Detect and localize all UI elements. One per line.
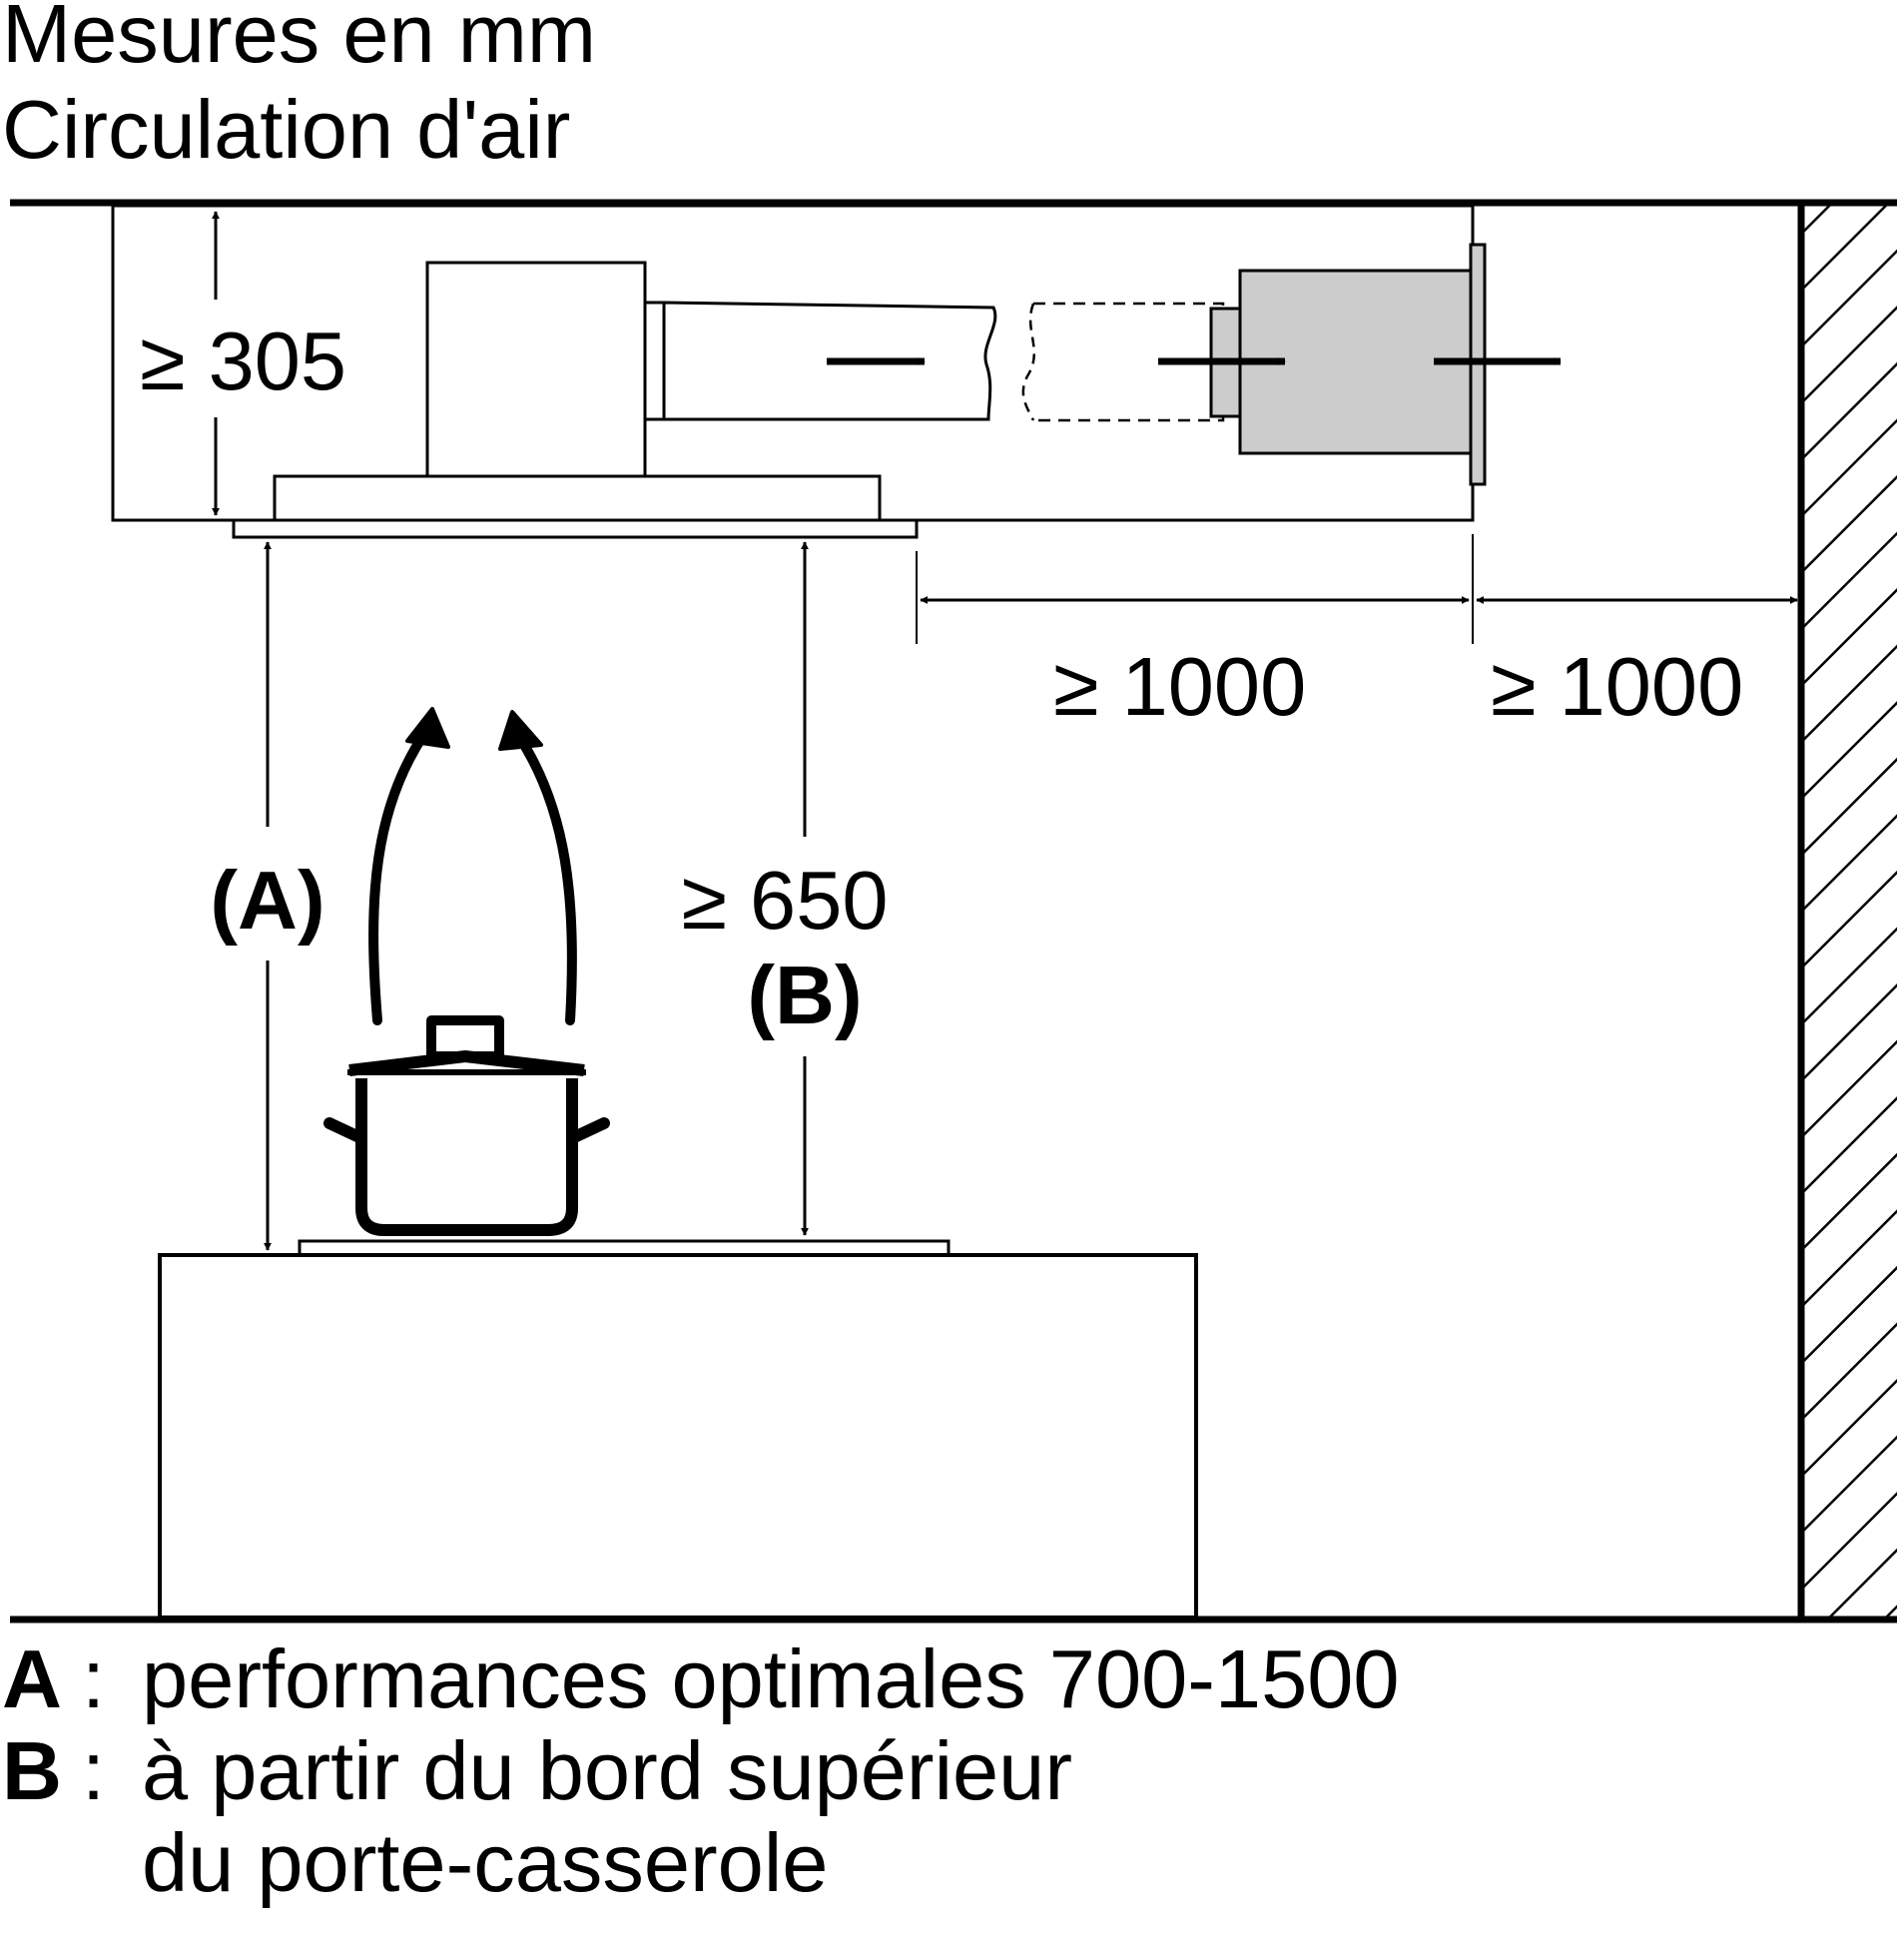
legend-text-a: performances optimales 700-1500 [142, 1632, 1400, 1725]
wall-hatch [1801, 206, 1897, 1617]
pot-handle-left [323, 1117, 367, 1144]
pot-lid [348, 1050, 585, 1076]
base-cabinet [158, 1253, 1198, 1619]
legend: A : performances optimales 700-1500 B : … [2, 1633, 1400, 1909]
hood-motor [425, 261, 647, 479]
hood-panel [232, 518, 919, 539]
title-units: Mesures en mm [2, 0, 596, 80]
steam-arrow-left-head [405, 707, 450, 749]
pot-knob [426, 1015, 504, 1061]
legend-row-b: B : à partir du bord supérieur [2, 1725, 1400, 1817]
pot-handle-right [566, 1117, 610, 1144]
legend-key-a: A [2, 1632, 62, 1725]
legend-sep-b: : [82, 1724, 106, 1817]
legend-text-b-line2: du porte-casserole [142, 1816, 829, 1909]
steam-arrow-right [514, 732, 577, 1025]
legend-row-a: A : performances optimales 700-1500 [2, 1633, 1400, 1725]
title-block: Mesures en mm Circulation d'air [2, 0, 596, 178]
cooktop [298, 1239, 951, 1257]
duct-connector [643, 301, 666, 421]
duct-dashed-end [1021, 303, 1036, 421]
cooking-pot [323, 1015, 610, 1236]
legend-text-b-line1: à partir du bord supérieur [142, 1724, 1072, 1817]
legend-key-b: B [2, 1724, 62, 1817]
steam-arrow-left [368, 729, 429, 1025]
pot-body [355, 1078, 578, 1236]
dim-1000-wall-label: ≥ 1000 [1491, 640, 1743, 733]
title-mode: Circulation d'air [2, 83, 571, 176]
dim-1000-duct-label: ≥ 1000 [1053, 640, 1306, 733]
hood-body [273, 474, 882, 522]
dim-305-label: ≥ 305 [140, 315, 346, 407]
dim-a-label: (A) [210, 854, 324, 947]
steam-arrow-right-head [498, 710, 543, 751]
dim-b-label: (B) [747, 949, 862, 1041]
dim-650-label: ≥ 650 [681, 854, 888, 947]
legend-sep-a: : [82, 1632, 106, 1725]
